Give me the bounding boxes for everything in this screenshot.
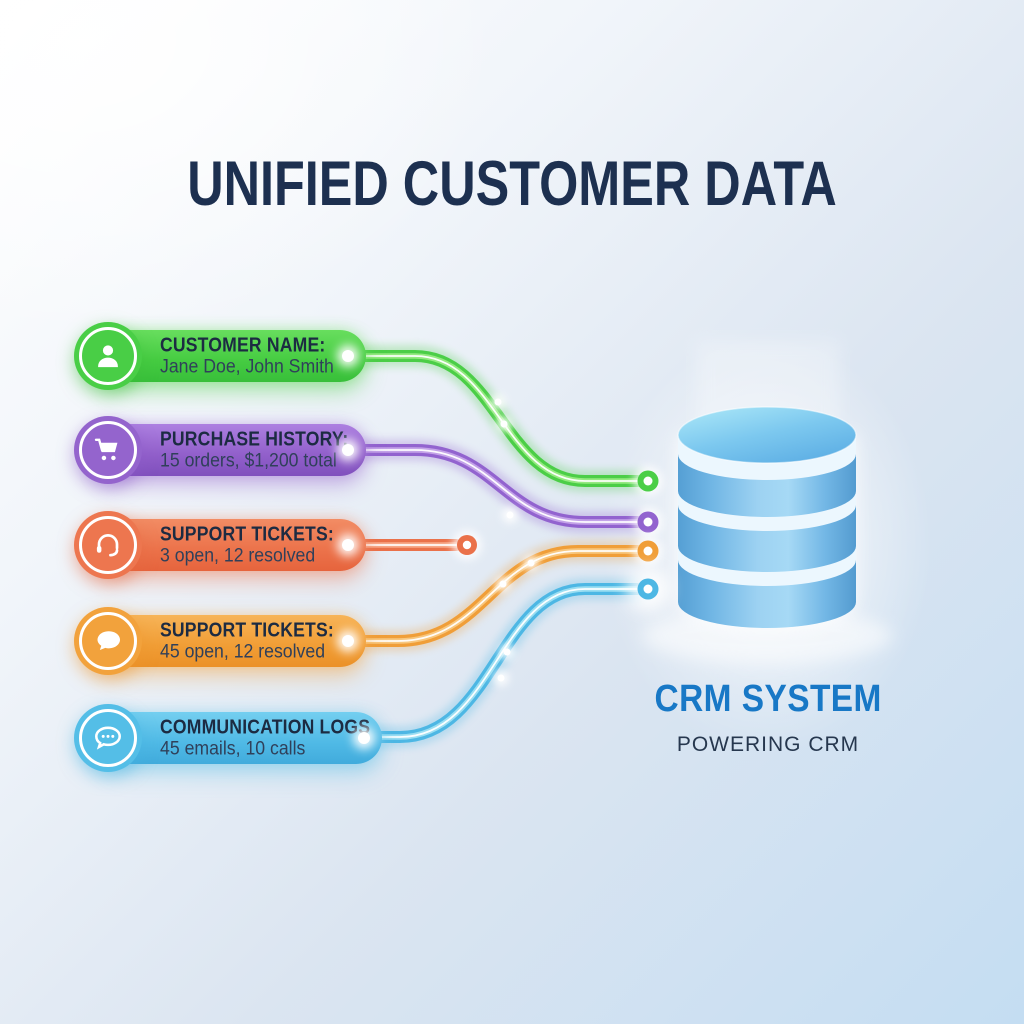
endpoint-red xyxy=(452,530,482,560)
shopping-cart-icon xyxy=(74,416,142,484)
person-icon xyxy=(74,322,142,390)
source-row-customer-name: CUSTOMER NAME: Jane Doe, John Smith xyxy=(74,322,394,390)
wire-purchase-history xyxy=(341,439,649,533)
wires xyxy=(341,345,649,748)
pill-customer-name xyxy=(100,330,366,382)
crm-system-title: CRM SYSTEM xyxy=(654,678,882,720)
wire-start-dot xyxy=(342,444,354,456)
wire-start-dot xyxy=(342,635,354,647)
source-row-support-tickets-2: SUPPORT TICKETS: 45 open, 12 resolved xyxy=(74,607,394,675)
source-label: CUSTOMER NAME: xyxy=(160,334,326,357)
source-row-purchase-history: PURCHASE HISTORY: 15 orders, $1,200 tota… xyxy=(74,416,394,484)
speech-bubble-icon xyxy=(74,607,142,675)
pill-support-tickets-2 xyxy=(100,615,366,667)
source-value: 45 emails, 10 calls xyxy=(160,738,306,760)
page-title-wrap: UNIFIED CUSTOMER DATA xyxy=(0,148,1024,220)
wire-start-dot xyxy=(342,350,354,362)
source-label: SUPPORT TICKETS: xyxy=(160,523,334,546)
wire-support-tickets-2 xyxy=(341,540,649,652)
pill-communication-logs xyxy=(100,712,382,764)
source-row-communication-logs: COMMUNICATION LOGS 45 emails, 10 calls xyxy=(74,704,394,772)
source-row-support-tickets-1: SUPPORT TICKETS: 3 open, 12 resolved xyxy=(74,511,394,579)
crm-system-caption: CRM SYSTEM POWERING CRM xyxy=(580,678,956,757)
source-value: 45 open, 12 resolved xyxy=(160,641,326,663)
page-title: UNIFIED CUSTOMER DATA xyxy=(187,149,837,219)
wire-customer-name xyxy=(341,345,649,492)
wire-sparkles xyxy=(490,394,539,686)
wire-communication-logs xyxy=(357,578,649,748)
wire-endpoints xyxy=(452,466,670,611)
crm-system-subtitle: POWERING CRM xyxy=(676,733,860,756)
chat-dots-icon xyxy=(74,704,142,772)
endpoint-purple xyxy=(633,507,663,537)
wire-start-dot xyxy=(342,539,354,551)
source-label: COMMUNICATION LOGS xyxy=(160,716,371,739)
endpoint-orange xyxy=(633,536,663,566)
database-icon xyxy=(677,406,857,628)
pill-purchase-history xyxy=(100,424,366,476)
source-value: 3 open, 12 resolved xyxy=(160,545,316,567)
source-label: SUPPORT TICKETS: xyxy=(160,619,334,642)
source-value: 15 orders, $1,200 total xyxy=(160,450,337,472)
source-label: PURCHASE HISTORY: xyxy=(160,428,349,451)
wire-start-dot xyxy=(358,732,370,744)
pill-support-tickets-1 xyxy=(100,519,366,571)
headset-icon xyxy=(74,511,142,579)
endpoint-green xyxy=(633,466,663,496)
endpoint-cyan xyxy=(626,567,670,611)
source-value: Jane Doe, John Smith xyxy=(160,356,334,378)
